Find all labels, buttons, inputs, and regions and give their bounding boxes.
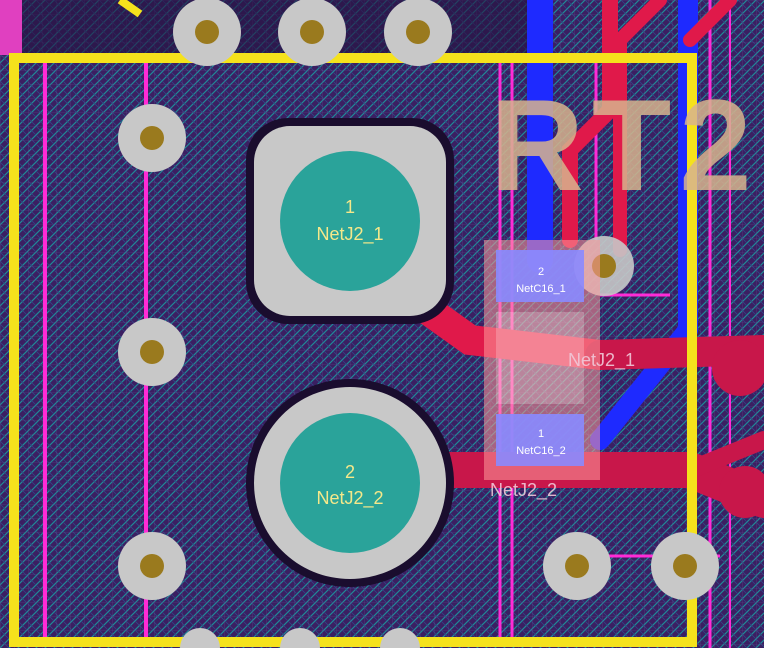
silk-refdes: RT2: [490, 72, 760, 218]
via-bottom-partial: [180, 628, 420, 653]
pad-c16-1-number: 1: [538, 428, 544, 440]
trace-netj2-1-label: NetJ2_1: [568, 350, 635, 371]
pad-j2-1-number: 1: [345, 197, 355, 217]
via-top-2: [278, 0, 346, 66]
via-left-3: [118, 532, 186, 600]
via-left-2: [118, 318, 186, 386]
pad-c16-1: [496, 414, 584, 466]
pad-c16-2: [496, 250, 584, 302]
left-pink-edge: [0, 0, 22, 55]
via-top-1: [173, 0, 241, 66]
via-top-3: [384, 0, 452, 66]
pad-j2-2-number: 2: [345, 462, 355, 482]
c16-body: [496, 312, 584, 404]
vias[interactable]: [118, 0, 719, 653]
trace-netj2-2-label: NetJ2_2: [490, 480, 557, 501]
via-bottom-2: [651, 532, 719, 600]
pad-c16-2-net: NetC16_1: [516, 283, 566, 295]
component-c16[interactable]: 2 NetC16_1 1 NetC16_2: [484, 240, 600, 480]
via-left-1: [118, 104, 186, 172]
pad-j2-1-net: NetJ2_1: [316, 224, 383, 245]
pad-c16-1-net: NetC16_2: [516, 445, 566, 457]
pad-j2-2-net: NetJ2_2: [316, 488, 383, 509]
pad-c16-2-number: 2: [538, 266, 544, 278]
pad-j2-2[interactable]: 2 NetJ2_2: [246, 379, 454, 587]
via-bottom-1: [543, 532, 611, 600]
board-outline: [9, 0, 697, 647]
pad-j2-1[interactable]: 1 NetJ2_1: [246, 118, 454, 324]
